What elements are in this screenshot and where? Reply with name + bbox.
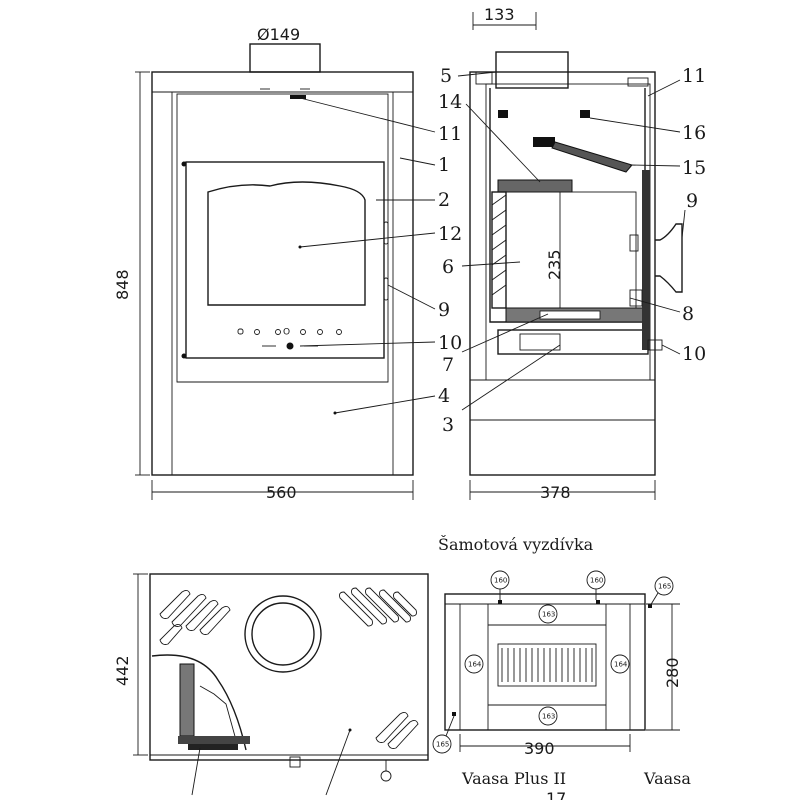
vent-slots-bottom bbox=[375, 711, 419, 749]
flue-pipe bbox=[249, 43, 321, 73]
front-view: Ø149 O bbox=[113, 25, 462, 502]
lining-width-label: 390 bbox=[524, 739, 555, 758]
vent-slots-right bbox=[339, 587, 417, 627]
svg-text:164: 164 bbox=[468, 661, 482, 669]
callout-6: 6 bbox=[442, 256, 454, 278]
flue-offset-label: 133 bbox=[484, 5, 515, 24]
svg-text:O: O bbox=[283, 328, 290, 338]
part-164-left: 164 bbox=[464, 654, 484, 674]
callout-12: 12 bbox=[438, 223, 462, 245]
viewing-glass bbox=[207, 181, 366, 306]
callout-side-9: 9 bbox=[686, 190, 698, 212]
part-164-right: 164 bbox=[610, 654, 630, 674]
callout-8: 8 bbox=[682, 303, 694, 325]
callout-side-11: 11 bbox=[682, 65, 706, 87]
svg-text:165: 165 bbox=[658, 583, 671, 591]
lining-height-label: 280 bbox=[663, 657, 682, 688]
part-160-right: 160 bbox=[586, 570, 606, 590]
page-number: 17 bbox=[546, 789, 566, 800]
callout-14: 14 bbox=[438, 91, 462, 113]
side-view: 133 235 bbox=[438, 5, 706, 502]
side-flue bbox=[495, 51, 569, 89]
air-controls: O bbox=[237, 328, 342, 350]
door-handle bbox=[383, 221, 389, 245]
stove-body bbox=[151, 71, 414, 476]
model-caption-right: Vaasa bbox=[643, 769, 691, 788]
chamber-height-label: 235 bbox=[545, 249, 564, 280]
flue-diameter-label: Ø149 bbox=[257, 25, 300, 44]
height-label: 848 bbox=[113, 269, 132, 300]
svg-text:160: 160 bbox=[494, 577, 507, 585]
firebrick-lining: Šamotová vyzdívka 160 bbox=[432, 534, 691, 800]
callout-1: 1 bbox=[438, 154, 450, 176]
lining-grate bbox=[497, 643, 597, 687]
callout-5: 5 bbox=[440, 65, 452, 87]
side-body bbox=[469, 71, 656, 476]
svg-text:163: 163 bbox=[542, 611, 555, 619]
top-view-outline bbox=[149, 573, 429, 761]
width-label: 560 bbox=[266, 483, 297, 502]
part-163-top: 163 bbox=[538, 604, 558, 624]
callout-16: 16 bbox=[682, 122, 706, 144]
part-165-top: 165 bbox=[654, 576, 674, 596]
callout-11: 11 bbox=[438, 123, 462, 145]
vent-slots-left bbox=[159, 589, 231, 645]
callout-7: 7 bbox=[442, 354, 454, 376]
callout-10: 10 bbox=[438, 332, 462, 354]
svg-text:164: 164 bbox=[614, 661, 628, 669]
svg-text:165: 165 bbox=[436, 741, 449, 749]
model-caption-left: Vaasa Plus II bbox=[461, 769, 566, 788]
lining-title: Šamotová vyzdívka bbox=[438, 534, 594, 554]
callout-9: 9 bbox=[438, 299, 450, 321]
callout-2: 2 bbox=[438, 189, 450, 211]
top-view: 442 bbox=[113, 573, 429, 796]
part-160-left: 160 bbox=[490, 570, 510, 590]
lining-outline bbox=[444, 593, 646, 731]
svg-text:163: 163 bbox=[542, 713, 555, 721]
firebrick-side bbox=[491, 191, 507, 309]
door bbox=[185, 161, 385, 359]
svg-text:160: 160 bbox=[590, 577, 603, 585]
flue-opening bbox=[244, 595, 322, 673]
depth-label: 378 bbox=[540, 483, 571, 502]
callout-side-10: 10 bbox=[682, 343, 706, 365]
part-163-bottom: 163 bbox=[538, 706, 558, 726]
callout-15: 15 bbox=[682, 157, 706, 179]
part-165-bottom: 165 bbox=[432, 734, 452, 754]
callout-3: 3 bbox=[442, 414, 454, 436]
top-depth-label: 442 bbox=[113, 655, 132, 686]
callout-4: 4 bbox=[438, 385, 450, 407]
